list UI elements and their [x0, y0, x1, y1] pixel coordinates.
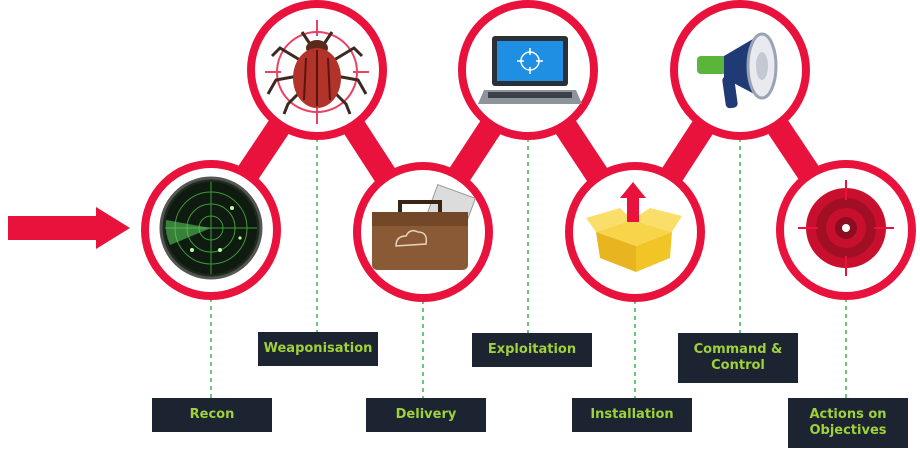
stage-label-weaponisation: Weaponisation — [258, 332, 378, 366]
box-upload-icon — [586, 182, 682, 272]
actions-label-line1: Actions on — [809, 407, 887, 422]
stage-label-command: Command & Control — [678, 333, 798, 383]
stage-label-exploitation: Exploitation — [472, 333, 592, 367]
stage-label-delivery: Delivery — [366, 398, 486, 432]
connectors — [210, 138, 847, 398]
briefcase-icon — [372, 184, 476, 270]
installation-label-text: Installation — [590, 407, 674, 422]
target-icon — [798, 180, 894, 276]
stage-label-recon: Recon — [152, 398, 272, 432]
command-label-line2: Control — [711, 358, 765, 373]
delivery-label-text: Delivery — [395, 407, 457, 422]
exploitation-label-text: Exploitation — [487, 342, 577, 357]
recon-label-text: Recon — [189, 407, 235, 422]
megaphone-icon — [697, 32, 778, 109]
entry-arrow — [8, 207, 130, 249]
weaponisation-label-text: Weaponisation — [263, 341, 373, 356]
radar-icon — [159, 176, 263, 280]
command-label-line1: Command & — [693, 342, 783, 357]
stage-label-installation: Installation — [572, 398, 692, 432]
actions-label-line2: Objectives — [809, 423, 887, 438]
stage-label-actions: Actions on Objectives — [788, 398, 908, 448]
bug-icon — [265, 20, 369, 124]
laptop-target-icon — [478, 36, 582, 104]
